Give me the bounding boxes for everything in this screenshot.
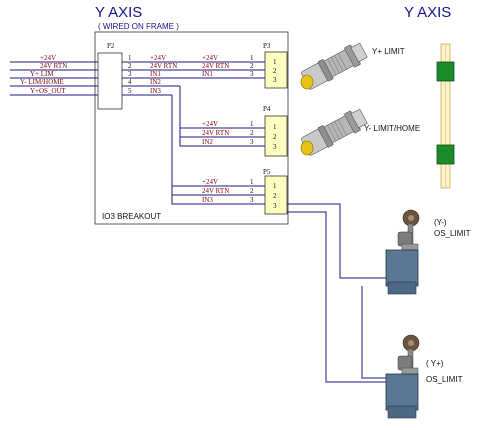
os-limit-switch-lower: ( Y+) OS_LIMIT <box>385 334 463 419</box>
sensor-upper-label: Y+ LIMIT <box>372 47 405 56</box>
p2-row-5: Y+OS_OUT 5 IN3 <box>10 87 172 96</box>
terminal-block <box>264 115 288 157</box>
pin-number: 1 <box>250 120 254 128</box>
pin-number: 4 <box>128 78 132 86</box>
io3-breakout-board: IO3 BREAKOUT P2 +24V 1 +24V 24V RTN 2 24… <box>10 31 289 225</box>
lower-limit-block <box>436 144 455 165</box>
terminal-block <box>264 175 288 215</box>
p2-label: P2 <box>107 42 115 50</box>
terminal-number: 3 <box>273 76 277 84</box>
sensor-lower-label: Y- LIMIT/HOME <box>364 124 420 133</box>
signal-label: 24V RTN <box>202 62 229 70</box>
pin-number: 2 <box>128 62 132 70</box>
left-title: Y AXIS <box>95 4 142 21</box>
signal-label: IN1 <box>202 70 213 78</box>
switch-lower-name: OS_LIMIT <box>426 375 463 384</box>
y-axis-rail <box>436 43 455 189</box>
pin-number: 3 <box>250 196 254 204</box>
terminal-number: 1 <box>273 182 277 190</box>
os-limit-switch-upper: (Y-) OS_LIMIT <box>385 209 471 295</box>
input-wire-label: Y- LIM/HOME <box>20 78 64 86</box>
terminal-number: 3 <box>273 143 277 151</box>
p2-row-1: +24V 1 +24V <box>10 54 180 63</box>
input-wire-label: +24V <box>40 54 56 62</box>
terminal-number: 3 <box>273 202 277 210</box>
pin-number: 1 <box>128 54 132 62</box>
pin-number: 3 <box>250 70 254 78</box>
pin-number: 2 <box>250 129 254 137</box>
p2-row-4: Y- LIM/HOME 4 IN2 <box>10 78 180 87</box>
pin-number: 5 <box>128 87 132 95</box>
terminal-number: 1 <box>273 58 277 66</box>
signal-label: 24V RTN <box>202 187 229 195</box>
pin-number: 3 <box>128 70 132 78</box>
prox-sensor-lower: Y- LIMIT/HOME <box>300 108 420 156</box>
p3-connector: P3 +24V 24V RTN IN1 1 2 3 1 2 3 <box>198 42 288 89</box>
p2-connector <box>97 52 123 110</box>
switch-upper-tag: (Y-) <box>434 218 447 227</box>
signal-label: IN3 <box>202 196 213 204</box>
signal-label: +24V <box>202 178 218 186</box>
signal-label: 24V RTN <box>202 129 229 137</box>
switch-upper-name: OS_LIMIT <box>434 229 471 238</box>
p4-label: P4 <box>263 105 271 113</box>
pin-number: 2 <box>250 187 254 195</box>
left-subtitle: ( WIRED ON FRAME ) <box>98 22 179 31</box>
signal-label: 24V RTN <box>150 62 177 70</box>
upper-limit-block <box>436 61 455 82</box>
p3-label: P3 <box>263 42 271 50</box>
signal-label: +24V <box>202 54 218 62</box>
signal-label: +24V <box>202 120 218 128</box>
p2-row-2: 24V RTN 2 24V RTN <box>10 62 180 71</box>
p5-connector: P5 +24V 24V RTN IN3 1 2 3 1 2 3 <box>198 168 288 215</box>
signal-label: IN2 <box>150 78 161 86</box>
right-title: Y AXIS <box>404 4 451 21</box>
input-wire-label: 24V RTN <box>40 62 67 70</box>
input-wire-label: Y+ LIM <box>30 70 54 78</box>
board-label: IO3 BREAKOUT <box>102 212 161 221</box>
signal-label: IN2 <box>202 138 213 146</box>
pin-number: 1 <box>250 178 254 186</box>
signal-label: IN1 <box>150 70 161 78</box>
signal-label: IN3 <box>150 87 161 95</box>
pin-number: 1 <box>250 54 254 62</box>
prox-sensor-upper: Y+ LIMIT <box>300 42 405 90</box>
signal-label: +24V <box>150 54 166 62</box>
p2-input-rows: +24V 1 +24V 24V RTN 2 24V RTN Y+ LIM 3 I… <box>10 54 180 96</box>
internal-routing <box>171 61 198 205</box>
external-wiring <box>287 203 386 383</box>
terminal-number: 2 <box>273 67 277 75</box>
terminal-number: 2 <box>273 192 277 200</box>
switch-lower-tag: ( Y+) <box>426 359 444 368</box>
p2-row-3: Y+ LIM 3 IN1 <box>10 70 180 79</box>
terminal-number: 1 <box>273 123 277 131</box>
p5-label: P5 <box>263 168 271 176</box>
board-outline <box>94 31 289 225</box>
pin-number: 3 <box>250 138 254 146</box>
p4-connector: P4 +24V 24V RTN IN2 1 2 3 1 2 3 <box>198 105 288 157</box>
terminal-block <box>264 51 288 89</box>
terminal-number: 2 <box>273 133 277 141</box>
input-wire-label: Y+OS_OUT <box>30 87 67 95</box>
pin-number: 2 <box>250 62 254 70</box>
